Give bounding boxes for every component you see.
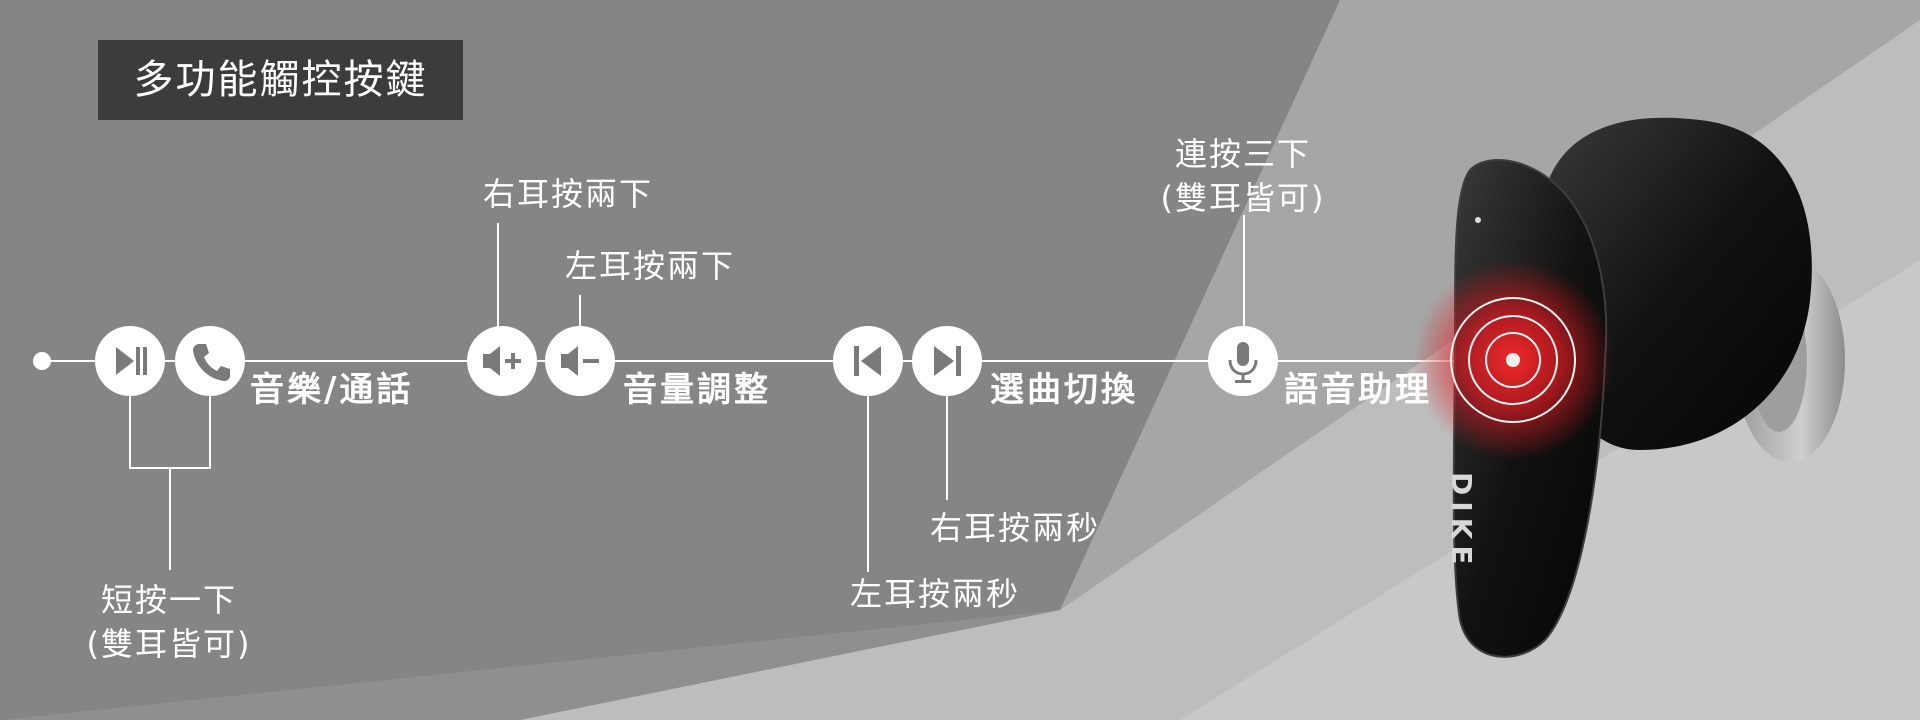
- assistant-note-line2: (雙耳皆可): [1160, 179, 1326, 217]
- track-label: 選曲切換: [990, 370, 1138, 410]
- volume-up-icon: [467, 326, 537, 396]
- timeline-start-dot: [33, 352, 51, 370]
- play-call-label: 音樂/通話: [250, 370, 414, 410]
- volume-note-left-ear: 左耳按兩下: [565, 247, 736, 285]
- assistant-note-line1: 連按三下: [1174, 135, 1311, 173]
- play-call-note: 短按一下 (雙耳皆可): [86, 578, 252, 666]
- play-pause-icon: [95, 326, 165, 396]
- previous-track-icon: [833, 326, 903, 396]
- volume-down-icon: [545, 326, 615, 396]
- volume-note-right-ear: 右耳按兩下: [483, 175, 654, 213]
- play-call-note-line1: 短按一下: [100, 581, 237, 619]
- microphone-icon: [1208, 326, 1278, 396]
- volume-label: 音量調整: [623, 370, 771, 410]
- brand-logo: DIKE: [1445, 472, 1478, 571]
- play-call-note-line2: (雙耳皆可): [86, 625, 252, 663]
- assistant-note: 連按三下 (雙耳皆可): [1160, 132, 1326, 220]
- phone-icon: [175, 326, 245, 396]
- assistant-label: 語音助理: [1284, 370, 1432, 410]
- track-note-left-ear: 左耳按兩秒: [850, 575, 1021, 613]
- earbud-illustration: [1413, 117, 1845, 658]
- track-note-right-ear: 右耳按兩秒: [930, 509, 1101, 547]
- page-title: 多功能觸控按鍵: [98, 40, 463, 120]
- next-track-icon: [912, 326, 982, 396]
